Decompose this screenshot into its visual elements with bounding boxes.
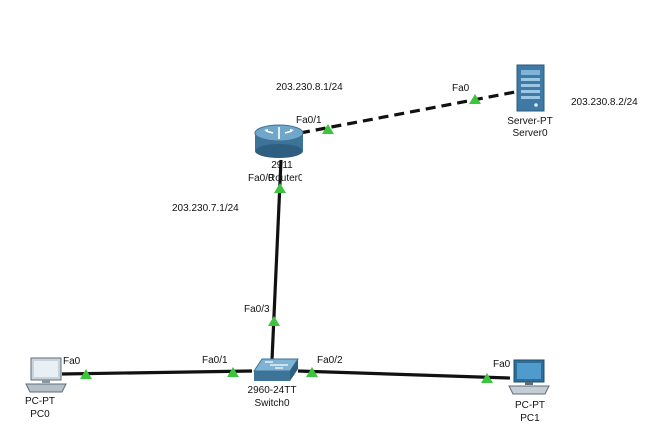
- pc1-icon[interactable]: [508, 359, 550, 395]
- pc1-name-label: PC1: [520, 413, 540, 424]
- router-name-label: Router0: [268, 173, 302, 184]
- router-model-label: 2911: [271, 160, 293, 171]
- switch-model-label: 2960-24TT: [247, 385, 297, 396]
- server-name-label: Server0: [512, 128, 548, 139]
- pc0-icon[interactable]: [25, 357, 67, 393]
- port-indicator-router-fa00: [274, 183, 286, 193]
- router-fa00-ip-label: 203.230.7.1/24: [172, 203, 239, 214]
- port-label-server-fa0: Fa0: [452, 83, 470, 94]
- link-router-server[interactable]: [299, 90, 516, 135]
- port-label-switch-fa03: Fa0/3: [244, 304, 270, 315]
- port-indicator-pc1-fa0: [481, 373, 493, 383]
- switch-name-label: Switch0: [254, 398, 290, 409]
- server-ip-label: 203.230.8.2/24: [571, 97, 638, 108]
- port-label-switch-fa02: Fa0/2: [317, 355, 343, 366]
- port-label-router-fa01: Fa0/1: [296, 115, 322, 126]
- switch-icon[interactable]: [253, 358, 299, 381]
- server-icon[interactable]: [516, 64, 545, 112]
- port-label-pc1-fa0: Fa0: [493, 359, 511, 370]
- router-fa01-ip-label: 203.230.8.1/24: [276, 82, 343, 93]
- link-switch-pc1[interactable]: [297, 369, 511, 380]
- port-indicator-router-fa01: [322, 124, 334, 134]
- port-label-switch-fa01: Fa0/1: [202, 355, 228, 366]
- port-label-router-fa00: Fa0/0: [248, 173, 274, 184]
- port-label-pc0-fa0: Fa0: [63, 356, 81, 367]
- pc0-model-label: PC-PT: [25, 396, 55, 407]
- server-model-label: Server-PT: [507, 116, 553, 127]
- pc0-name-label: PC0: [30, 409, 50, 420]
- pc1-model-label: PC-PT: [515, 400, 545, 411]
- port-indicator-pc0-fa0: [80, 369, 92, 379]
- link-router-switch[interactable]: [270, 159, 283, 361]
- link-switch-pc0[interactable]: [61, 369, 253, 376]
- port-indicator-server-fa0: [469, 94, 481, 104]
- port-indicator-switch-fa02: [306, 367, 318, 377]
- port-indicator-switch-fa01: [227, 367, 239, 377]
- port-indicator-switch-fa03: [268, 316, 280, 326]
- router-icon[interactable]: [254, 124, 304, 158]
